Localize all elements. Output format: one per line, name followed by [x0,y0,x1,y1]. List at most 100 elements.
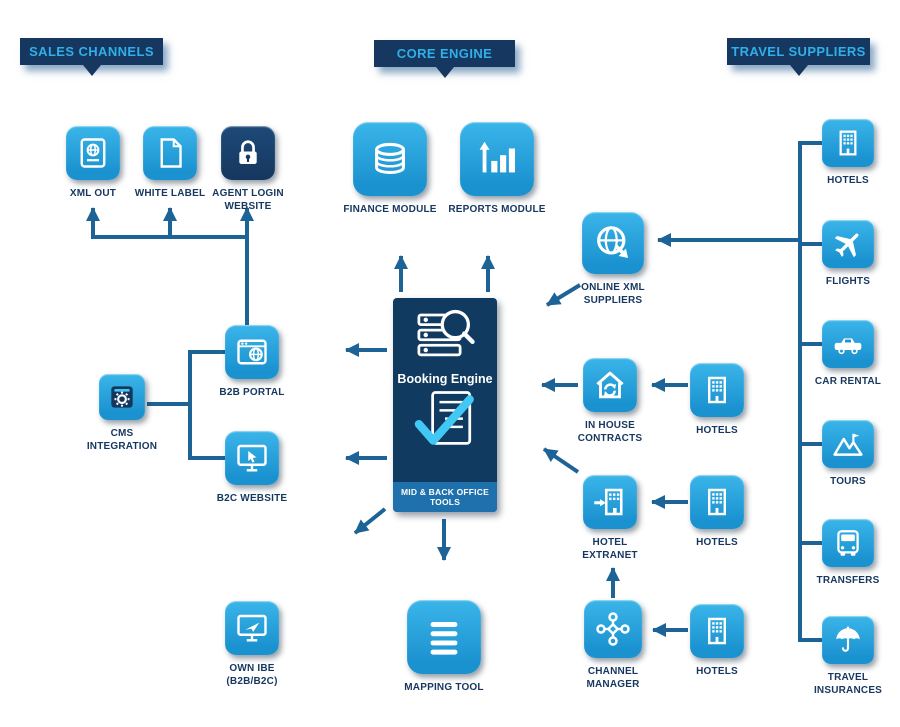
reports-module-tile [460,122,534,196]
supplier-tours-tile [822,420,874,468]
booking-engine-subtitle: MID & BACK OFFICE TOOLS [393,482,497,512]
hotels-2-label: HOTELS [696,537,738,548]
hotel-building-icon [708,488,726,516]
building-login-icon [594,488,623,516]
node-supplier-flights: FLIGHTS [793,220,900,288]
booking-engine-box: Booking Engine MID & BACK OFFICE TOOLS [393,298,497,512]
banner-core-engine: CORE ENGINE [374,40,515,78]
b2c-website-tile [225,431,279,485]
mapping-tool-label: MAPPING TOOL [404,682,484,693]
car-icon [834,338,862,355]
finance-module-label: FINANCE MODULE [343,204,437,215]
node-supplier-hotels: HOTELS [793,119,900,187]
hotel-building-icon [708,376,726,404]
supplier-transfers-label: TRANSFERS [816,575,880,586]
white-label-tile [143,126,197,180]
node-b2c-website: B2C WEBSITE [197,431,307,505]
server-search-icon [417,309,475,357]
hotels-3-label: HOTELS [696,666,738,677]
bar-chart-icon [479,141,516,173]
b2b-portal-label: B2B PORTAL [219,387,285,398]
node-reports-module: REPORTS MODULE [442,122,552,216]
hotel-building-icon [708,617,726,645]
node-in-house-contracts: IN HOUSE CONTRACTS [555,358,665,445]
node-own-ibe: OWN IBE (B2B/B2C) [197,601,307,688]
mapping-tool-tile [407,600,481,674]
online-xml-suppliers-label: ONLINE XML SUPPLIERS [581,282,645,306]
node-white-label: WHITE LABEL [115,126,225,200]
gear-device-icon [111,386,133,408]
supplier-flights-label: FLIGHTS [825,276,871,287]
umbrella-icon [836,626,860,652]
online-xml-suppliers-tile [582,212,644,274]
agent-login-label: AGENT LOGIN WEBSITE [212,188,284,212]
list-lines-icon [430,622,458,655]
supplier-hotels-tile [822,119,874,167]
node-mapping-tool: MAPPING TOOL [389,600,499,694]
b2b-portal-tile [225,325,279,379]
reports-module-label: REPORTS MODULE [448,204,546,215]
hotels-1-label: HOTELS [696,425,738,436]
cms-integration-tile [99,374,145,420]
in-house-contracts-label: IN HOUSE CONTRACTS [577,420,643,444]
checklist-document-icon [414,391,474,445]
blank-document-icon [160,138,182,168]
passport-document-icon [80,138,106,168]
node-online-xml-suppliers: ONLINE XML SUPPLIERS [558,212,668,307]
hotel-building-icon [839,130,857,156]
banner-sales-channels: SALES CHANNELS [20,38,163,76]
node-supplier-transfers: TRANSFERS [793,519,900,587]
channel-manager-tile [584,600,642,658]
node-hotels-2: HOTELS [662,475,772,549]
airplane-icon [834,233,859,258]
supplier-travel-insurances-tile [822,616,874,664]
node-xml-out: XML OUT [38,126,148,200]
own-ibe-tile [225,601,279,655]
supplier-hotels-label: HOTELS [827,175,869,186]
agent-login-tile [221,126,275,180]
xml-out-label: XML OUT [69,188,117,199]
node-supplier-tours: TOURS [793,420,900,488]
node-b2b-portal: B2B PORTAL [197,325,307,399]
hotels-1-tile [690,363,744,417]
supplier-car-rental-tile [822,320,874,368]
node-hotels-1: HOTELS [662,363,772,437]
globe-arrow-icon [597,226,629,259]
hotels-2-tile [690,475,744,529]
hotel-extranet-label: HOTEL EXTRANET [582,537,638,561]
supplier-travel-insurances-label: TRAVEL INSURANCES [813,672,883,696]
node-cms-integration: CMS INTEGRATION [67,374,177,453]
white-label-label: WHITE LABEL [134,188,206,199]
supplier-flights-tile [822,220,874,268]
mountains-flag-icon [833,433,863,456]
bus-icon [837,530,859,556]
booking-engine-title: Booking Engine [397,372,493,386]
finance-module-tile [353,122,427,196]
browser-globe-icon [237,339,267,365]
node-hotel-extranet: HOTEL EXTRANET [555,475,665,562]
hotel-extranet-tile [583,475,637,529]
monitor-cursor-icon [237,444,267,472]
supplier-tours-label: TOURS [830,476,866,487]
network-hub-icon [596,612,630,646]
monitor-plane-icon [237,614,267,642]
cms-integration-label: CMS INTEGRATION [86,428,158,452]
in-house-contracts-tile [583,358,637,412]
node-supplier-car-rental: CAR RENTAL [793,320,900,388]
node-hotels-3: HOTELS [662,604,772,678]
banner-sales-channels-label: SALES CHANNELS [29,44,154,59]
house-sync-icon [596,371,624,399]
channel-manager-label: CHANNEL MANAGER [586,666,640,690]
hotels-3-tile [690,604,744,658]
banner-core-engine-label: CORE ENGINE [396,46,493,61]
padlock-icon [239,140,257,164]
own-ibe-label: OWN IBE (B2B/B2C) [226,663,278,687]
node-agent-login: AGENT LOGIN WEBSITE [193,126,303,213]
node-channel-manager: CHANNEL MANAGER [558,600,668,691]
node-finance-module: FINANCE MODULE [335,122,445,216]
banner-travel-suppliers: TRAVEL SUPPLIERS [727,38,870,76]
supplier-car-rental-label: CAR RENTAL [814,376,882,387]
xml-out-tile [66,126,120,180]
banner-travel-suppliers-label: TRAVEL SUPPLIERS [731,44,866,59]
